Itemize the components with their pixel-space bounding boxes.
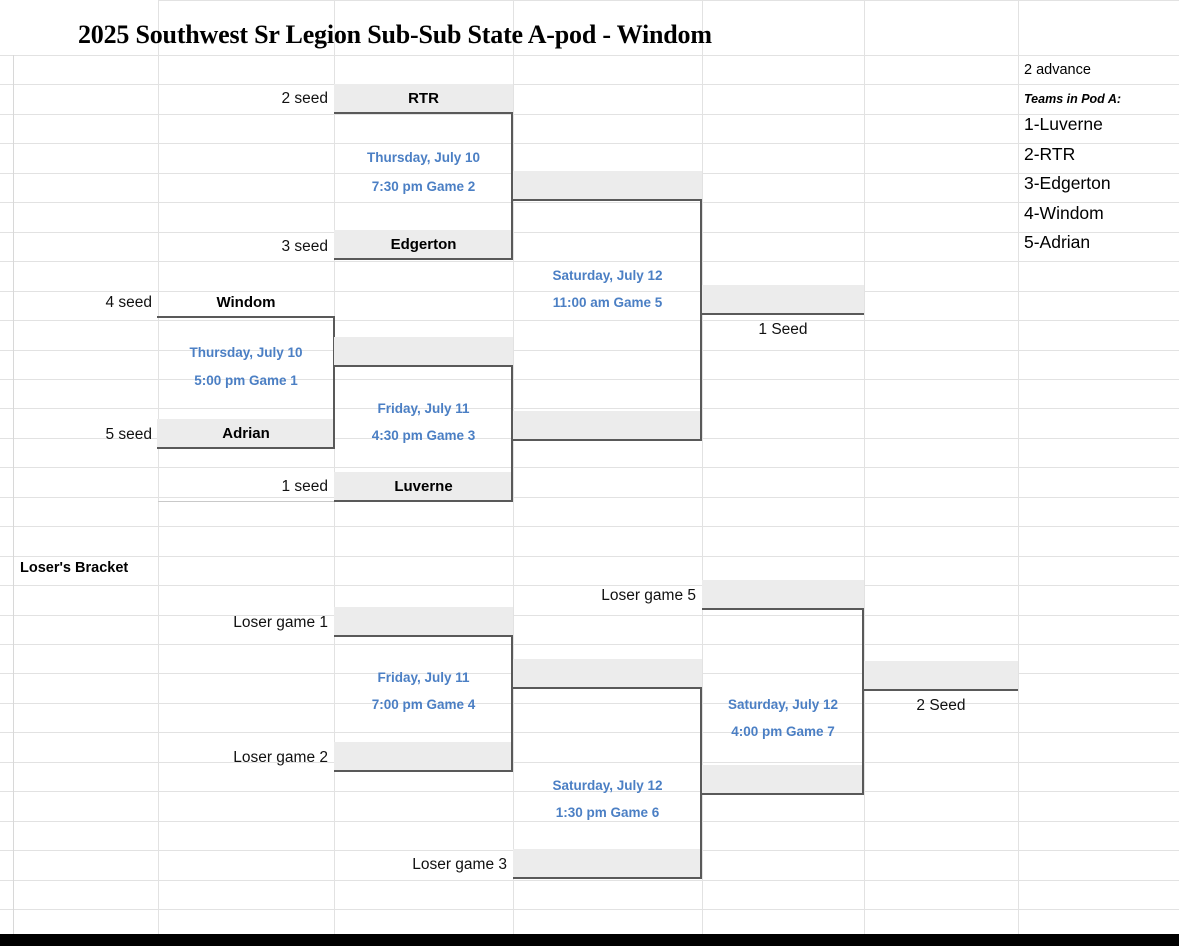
gridline-h bbox=[0, 821, 1179, 822]
game7-date: Saturday, July 12 bbox=[727, 696, 839, 712]
game3-winner-slot[interactable] bbox=[513, 411, 702, 441]
game5-time: 11:00 am Game 5 bbox=[552, 294, 663, 310]
loser-game-2-slot[interactable] bbox=[334, 742, 513, 772]
gridline-h bbox=[0, 350, 1179, 351]
seed-label-2: 2 seed bbox=[281, 89, 328, 107]
gridline-h bbox=[0, 55, 1179, 56]
game6-winner-slot[interactable] bbox=[702, 765, 864, 795]
game1-time: 5:00 pm Game 1 bbox=[194, 373, 298, 388]
bottom-black-bar bbox=[0, 934, 1179, 946]
gridline-h bbox=[0, 615, 1179, 616]
final-1-seed-label: 1 Seed bbox=[758, 320, 808, 338]
gridline-h bbox=[0, 143, 1179, 144]
loser-game-5-label: Loser game 5 bbox=[601, 586, 696, 604]
loser-game-2-label: Loser game 2 bbox=[233, 748, 328, 766]
game4-date: Friday, July 11 bbox=[377, 669, 470, 685]
gridline-h bbox=[0, 467, 1179, 468]
loser-game-3-slot[interactable] bbox=[513, 849, 702, 879]
gridline-h bbox=[0, 84, 1179, 85]
gridline-h bbox=[0, 320, 1179, 321]
seed-label-1: 1 seed bbox=[158, 473, 334, 502]
bracket-connector-game2 bbox=[511, 113, 513, 260]
page-title: 2025 Southwest Sr Legion Sub-Sub State A… bbox=[78, 20, 712, 49]
gridline-h bbox=[158, 0, 1179, 1]
gridline-h bbox=[0, 791, 1179, 792]
gridline-h bbox=[0, 202, 1179, 203]
game2-time: 7:30 pm Game 2 bbox=[371, 179, 476, 194]
game4-winner-slot[interactable] bbox=[513, 659, 702, 689]
seed-label-5: 5 seed bbox=[105, 425, 152, 443]
game4-time: 7:00 pm Game 4 bbox=[371, 696, 476, 712]
pod-team-3: 3-Edgerton bbox=[1024, 173, 1111, 193]
gridline-h bbox=[0, 408, 1179, 409]
bracket-connector-game4 bbox=[511, 636, 513, 772]
loser-game-1-slot[interactable] bbox=[334, 607, 513, 637]
team-slot-windom[interactable]: Windom bbox=[157, 288, 335, 318]
losers-bracket-heading: Loser's Bracket bbox=[20, 559, 129, 576]
pod-team-5: 5-Adrian bbox=[1024, 232, 1091, 252]
gridline-h bbox=[0, 703, 1179, 704]
gridline-h bbox=[0, 556, 1179, 557]
game5-date: Saturday, July 12 bbox=[552, 267, 663, 283]
gridline-h bbox=[0, 732, 1179, 733]
game6-time: 1:30 pm Game 6 bbox=[555, 804, 660, 820]
gridline-h bbox=[0, 232, 1179, 233]
seed-label-3: 3 seed bbox=[281, 237, 328, 255]
gridline-h bbox=[0, 762, 1179, 763]
sheet-left-edge bbox=[13, 55, 14, 934]
gridline-h bbox=[0, 379, 1179, 380]
pod-team-4: 4-Windom bbox=[1024, 203, 1104, 223]
pod-team-2: 2-RTR bbox=[1024, 144, 1076, 164]
game6-date: Saturday, July 12 bbox=[552, 777, 663, 793]
gridline-h bbox=[0, 291, 1179, 292]
bracket-connector-game1 bbox=[333, 317, 335, 449]
game2-date: Thursday, July 10 bbox=[366, 150, 481, 165]
gridline-h bbox=[0, 114, 1179, 115]
game3-time: 4:30 pm Game 3 bbox=[371, 427, 476, 443]
gridline-h bbox=[0, 909, 1179, 910]
pod-team-1: 1-Luverne bbox=[1024, 114, 1103, 134]
game2-winner-slot[interactable] bbox=[513, 171, 702, 201]
gridline-h bbox=[0, 644, 1179, 645]
game3-date: Friday, July 11 bbox=[377, 400, 470, 416]
loser-game-5-slot[interactable] bbox=[702, 580, 864, 610]
team-slot-adrian[interactable]: Adrian bbox=[157, 419, 335, 449]
game1-winner-slot[interactable] bbox=[334, 337, 513, 367]
bracket-connector-game3 bbox=[511, 367, 513, 502]
loser-game-3-label: Loser game 3 bbox=[412, 855, 507, 873]
game7-winner-slot[interactable] bbox=[864, 661, 1018, 691]
bracket-connector-game7 bbox=[862, 609, 864, 795]
gridline-h bbox=[0, 261, 1179, 262]
final-2-seed-label: 2 Seed bbox=[916, 696, 966, 714]
bracket-connector-game5 bbox=[700, 200, 702, 441]
team-slot-rtr[interactable]: RTR bbox=[334, 84, 513, 114]
seed-label-4: 4 seed bbox=[105, 293, 152, 311]
pod-heading: Teams in Pod A: bbox=[1024, 91, 1122, 106]
bracket-connector-game6 bbox=[700, 688, 702, 879]
game7-time: 4:00 pm Game 7 bbox=[731, 723, 835, 739]
advance-note: 2 advance bbox=[1024, 61, 1091, 78]
gridline-h bbox=[0, 497, 1179, 498]
team-slot-luverne[interactable]: Luverne bbox=[334, 472, 513, 502]
team-slot-edgerton[interactable]: Edgerton bbox=[334, 230, 513, 260]
game1-date: Thursday, July 10 bbox=[189, 345, 303, 360]
loser-game-1-label: Loser game 1 bbox=[233, 613, 328, 631]
game5-winner-slot[interactable] bbox=[702, 285, 864, 315]
gridline-h bbox=[0, 880, 1179, 881]
gridline-h bbox=[0, 585, 1179, 586]
gridline-h bbox=[0, 526, 1179, 527]
